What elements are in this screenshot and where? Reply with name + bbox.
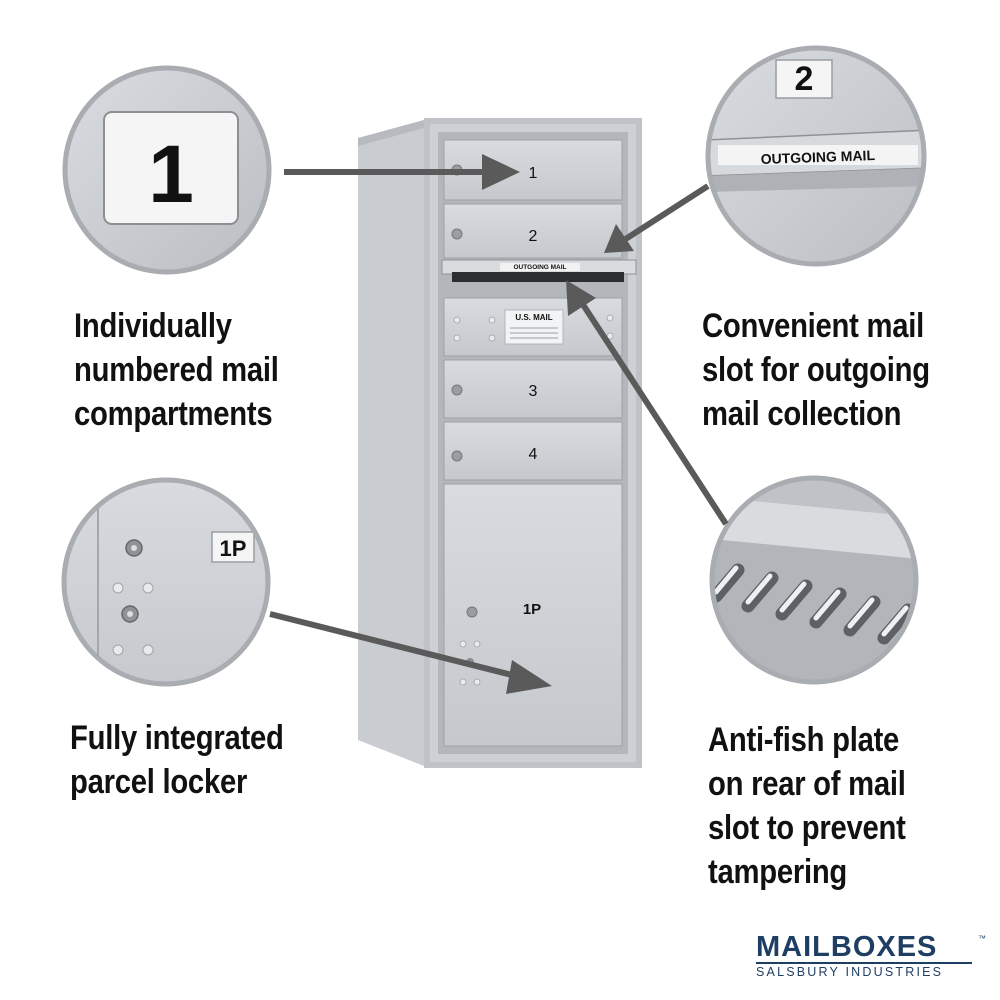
caption-outgoing-slot: Convenient mail slot for outgoing mail c… — [702, 307, 930, 433]
lock-icon — [451, 228, 463, 240]
outgoing-mail-slot — [441, 259, 637, 282]
callout-arrows — [269, 154, 729, 694]
outgoing-slot-label: OUTGOING MAIL — [513, 264, 566, 271]
zoom-parcel-label: 1P — [220, 536, 247, 561]
door-number-2: 2 — [529, 228, 538, 245]
brand-subtitle: SALSBURY INDUSTRIES — [756, 962, 972, 979]
lock-icon — [451, 384, 463, 396]
lock-icon — [466, 606, 478, 618]
door-number-4: 4 — [529, 446, 538, 463]
door-number-1: 1 — [529, 165, 538, 182]
arrow-to-outgoing-slot — [622, 183, 710, 243]
zoom-circle-outgoing-slot — [705, 45, 927, 267]
brand-name: MAILBOXES — [756, 931, 938, 963]
rivet-group — [459, 640, 481, 686]
usps-label-title: U.S. MAIL — [515, 313, 552, 322]
caption-parcel-locker: Fully integrated parcel locker — [70, 719, 284, 801]
compartment-door-4 — [443, 421, 623, 481]
compartment-door-3 — [443, 359, 623, 419]
door-number-3: 3 — [529, 383, 538, 400]
mailbox-unit — [358, 118, 642, 768]
brand-logo: MAILBOXES ™ SALSBURY INDUSTRIES — [756, 931, 986, 979]
zoom-outgoing-label: OUTGOING MAIL — [760, 147, 875, 167]
caption-numbered-compartments: Individually numbered mail compartments — [74, 307, 279, 433]
lock-icon — [451, 450, 463, 462]
parcel-locker-number: 1P — [523, 601, 541, 618]
zoom-circle-parcel-locker — [61, 477, 271, 687]
brand-trademark: ™ — [978, 934, 986, 943]
arrow-head — [604, 224, 634, 253]
arrow-head — [482, 154, 520, 190]
rivet-group — [453, 314, 614, 342]
arrow-to-anti-fish-plate — [577, 298, 729, 526]
caption-anti-fish-plate: Anti-fish plate on rear of mail slot to … — [708, 721, 906, 891]
arrow-head — [566, 280, 596, 316]
arrow-to-parcel-locker — [269, 611, 517, 679]
zoom-slot-number-label: 2 — [795, 60, 814, 98]
zoom-circle-anti-fish-plate — [709, 475, 919, 685]
compartment-door-2 — [443, 203, 623, 259]
arrow-head — [506, 660, 552, 694]
zoom-circle-number-plate — [62, 65, 272, 275]
zoom-number-plate-label: 1 — [148, 129, 194, 220]
